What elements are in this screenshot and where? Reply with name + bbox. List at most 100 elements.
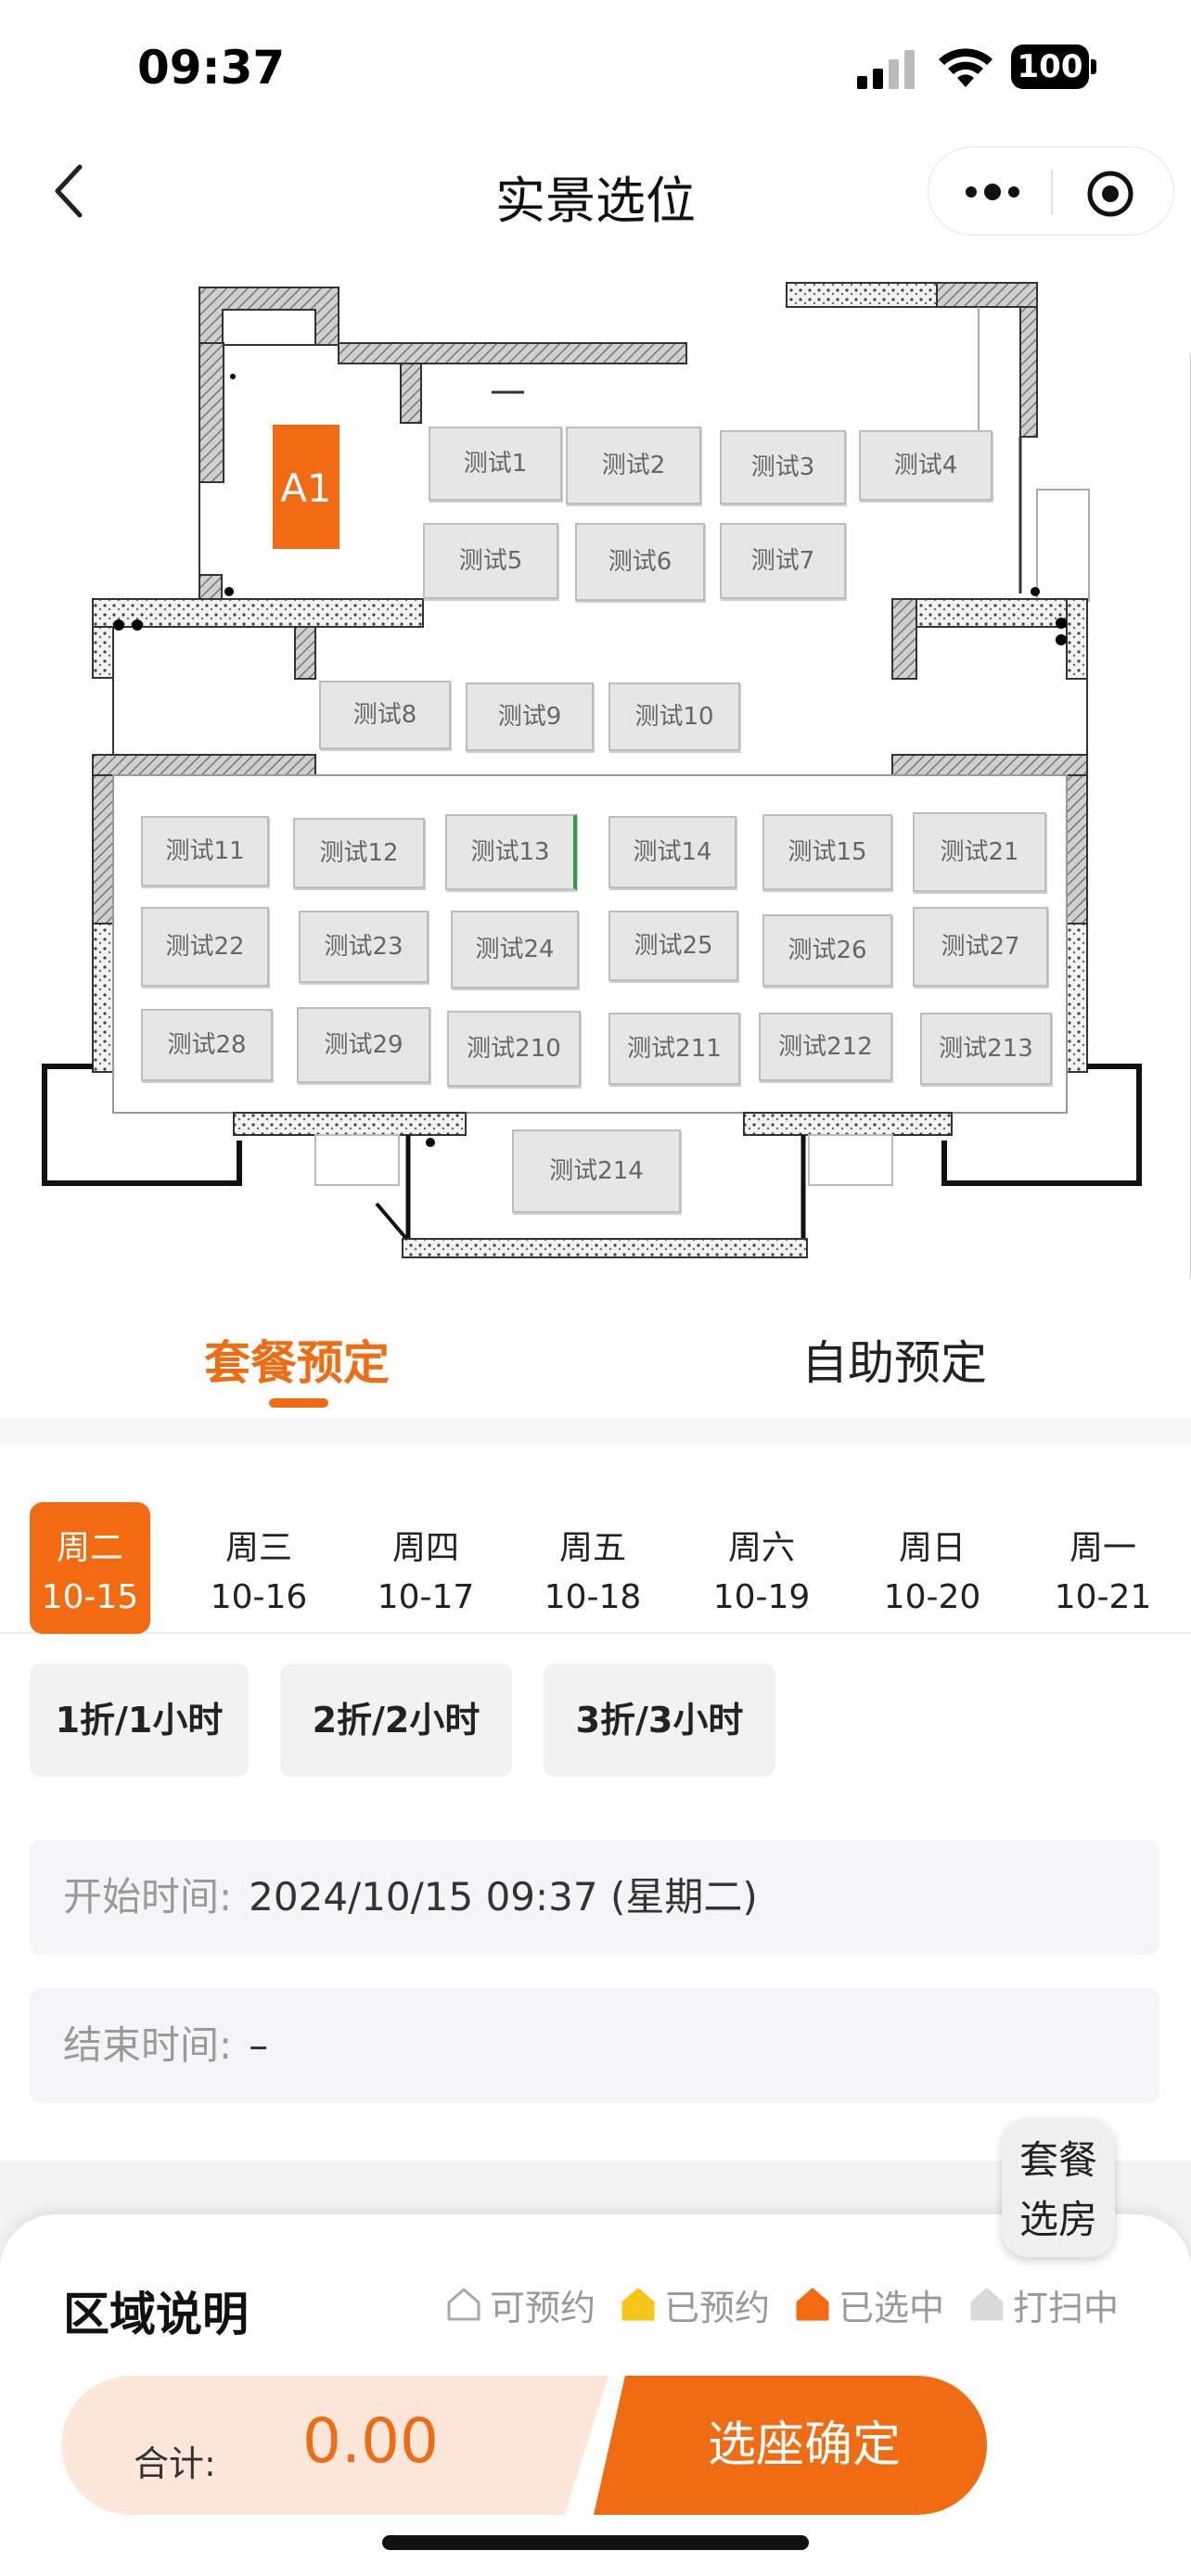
total-label: 合计: xyxy=(134,2443,216,2484)
seat-test211[interactable]: 测试211 xyxy=(608,1013,740,1085)
legend-item-booked: 已预约 xyxy=(620,2279,770,2330)
seat-test210[interactable]: 测试210 xyxy=(447,1011,581,1087)
seat-test2[interactable]: 测试2 xyxy=(566,427,701,504)
house-yellow-icon xyxy=(621,2288,655,2321)
end-time-field[interactable]: 结束时间:– xyxy=(30,1988,1159,2103)
house-grey-icon xyxy=(970,2288,1004,2321)
tab-indicator xyxy=(269,1398,328,1408)
date-day: 10-21 xyxy=(1054,1578,1152,1616)
seat-test8[interactable]: 测试8 xyxy=(319,681,451,749)
floor-plan: A1 测试1 测试2 测试3 测试4 测试5 测试6 测试7 测试8 测试9 测… xyxy=(0,260,1191,1280)
seat-test1[interactable]: 测试1 xyxy=(429,427,562,501)
status-bar: 09:37 100 xyxy=(0,0,1191,139)
status-time: 09:37 xyxy=(137,41,286,95)
confirm-seat-button[interactable]: 选座确定 xyxy=(594,2376,987,2515)
seat-test12[interactable]: 测试12 xyxy=(293,818,425,888)
seat-test28[interactable]: 测试28 xyxy=(141,1009,273,1081)
start-time-value: 2024/10/15 09:37 (星期二) xyxy=(249,1874,758,1919)
page-title: 实景选位 xyxy=(495,172,696,230)
package-room-float-button[interactable]: 套餐 选房 xyxy=(1002,2118,1115,2257)
seat-test26[interactable]: 测试26 xyxy=(762,914,892,987)
battery-icon: 100 xyxy=(1011,45,1098,89)
capsule-divider xyxy=(1051,170,1053,214)
back-arrow-icon[interactable] xyxy=(46,158,102,224)
seat-test4[interactable]: 测试4 xyxy=(859,430,992,501)
legend-item-available: 可预约 xyxy=(445,2279,596,2330)
seat-a1[interactable]: A1 xyxy=(273,425,339,549)
start-time-label: 开始时间: xyxy=(63,1874,233,1919)
seat-test25[interactable]: 测试25 xyxy=(608,911,738,981)
section-separator xyxy=(0,1419,1191,1445)
seat-test29[interactable]: 测试29 xyxy=(297,1007,430,1083)
seat-test9[interactable]: 测试9 xyxy=(466,682,594,751)
mini-program-capsule xyxy=(928,147,1174,236)
tab-self-booking[interactable]: 自助预定 xyxy=(801,1336,987,1390)
date-item[interactable]: 周六 10-19 xyxy=(701,1502,822,1634)
seat-test5[interactable]: 测试5 xyxy=(423,523,558,599)
seat-test22[interactable]: 测试22 xyxy=(141,907,269,987)
seat-test23[interactable]: 测试23 xyxy=(299,911,429,983)
bottom-sheet: 区域说明 可预约 已预约 已选中 打扫中 合计: 0.00 选座确定 xyxy=(0,2214,1191,2576)
wifi-icon xyxy=(939,48,992,87)
date-item[interactable]: 周四 10-17 xyxy=(365,1502,486,1634)
date-weekday: 周二 xyxy=(56,1529,123,1567)
legend: 可预约 已预约 已选中 打扫中 xyxy=(445,2279,1143,2330)
house-orange-icon xyxy=(796,2288,829,2321)
date-weekday: 周三 xyxy=(224,1529,292,1567)
seat-test15[interactable]: 测试15 xyxy=(762,814,892,890)
seat-test213[interactable]: 测试213 xyxy=(920,1013,1052,1085)
seat-test7[interactable]: 测试7 xyxy=(720,523,846,599)
seat-test10[interactable]: 测试10 xyxy=(608,682,740,751)
date-picker: 周二 10-15 周三 10-16 周四 10-17 周五 10-18 周六 1… xyxy=(0,1502,1191,1634)
legend-label: 已预约 xyxy=(664,2287,771,2328)
legend-label: 打扫中 xyxy=(1013,2287,1120,2328)
date-day: 10-20 xyxy=(883,1578,981,1616)
seat-test27[interactable]: 测试27 xyxy=(913,907,1048,987)
date-day: 10-19 xyxy=(712,1578,811,1616)
booking-tabs: 套餐预定 自助预定 xyxy=(0,1289,1191,1419)
date-item[interactable]: 周二 10-15 xyxy=(30,1502,150,1634)
end-time-value: – xyxy=(249,2022,269,2068)
more-icon[interactable] xyxy=(962,175,1023,209)
house-outline-icon xyxy=(447,2288,480,2321)
date-day: 10-18 xyxy=(544,1578,642,1616)
package-option[interactable]: 3折/3小时 xyxy=(544,1664,775,1777)
legend-label: 已选中 xyxy=(839,2287,945,2328)
nav-bar: 实景选位 xyxy=(0,139,1191,241)
seat-test3[interactable]: 测试3 xyxy=(720,430,846,504)
cellular-signal-icon xyxy=(857,48,916,89)
date-weekday: 周四 xyxy=(391,1529,459,1567)
seat-test14[interactable]: 测试14 xyxy=(608,816,736,888)
total-amount: 0.00 xyxy=(302,2405,439,2477)
seat-test214[interactable]: 测试214 xyxy=(512,1129,681,1213)
date-day: 10-15 xyxy=(41,1578,139,1616)
seat-test212[interactable]: 测试212 xyxy=(759,1013,892,1081)
date-item[interactable]: 周三 10-16 xyxy=(198,1502,319,1634)
seat-test6[interactable]: 测试6 xyxy=(575,523,705,601)
date-weekday: 周日 xyxy=(898,1529,966,1567)
legend-title: 区域说明 xyxy=(63,2288,249,2341)
date-day: 10-17 xyxy=(377,1578,475,1616)
float-badge-line1: 套餐 xyxy=(1018,2137,1097,2183)
date-weekday: 周一 xyxy=(1069,1529,1136,1567)
start-time-field[interactable]: 开始时间: 2024/10/15 09:37 (星期二) xyxy=(30,1840,1159,1955)
legend-item-selected: 已选中 xyxy=(794,2279,944,2330)
close-target-icon[interactable] xyxy=(1086,170,1134,218)
legend-label: 可预约 xyxy=(490,2287,596,2328)
float-badge-line2: 选房 xyxy=(1018,2197,1097,2242)
tab-package-booking[interactable]: 套餐预定 xyxy=(204,1336,390,1390)
home-indicator xyxy=(382,2535,809,2550)
date-day: 10-16 xyxy=(210,1578,308,1616)
date-item[interactable]: 周一 10-21 xyxy=(1043,1502,1163,1634)
battery-level: 100 xyxy=(1011,45,1089,89)
seat-test24[interactable]: 测试24 xyxy=(451,911,579,988)
seat-test21[interactable]: 测试21 xyxy=(913,812,1046,892)
date-item[interactable]: 周五 10-18 xyxy=(532,1502,653,1634)
date-item[interactable]: 周日 10-20 xyxy=(872,1502,992,1634)
seat-test11[interactable]: 测试11 xyxy=(141,816,269,886)
floor-plan-walls xyxy=(42,282,1191,1280)
package-option[interactable]: 1折/1小时 xyxy=(30,1664,249,1777)
seat-test13[interactable]: 测试13 xyxy=(445,814,577,890)
date-weekday: 周六 xyxy=(727,1529,795,1567)
package-option[interactable]: 2折/2小时 xyxy=(280,1664,512,1777)
